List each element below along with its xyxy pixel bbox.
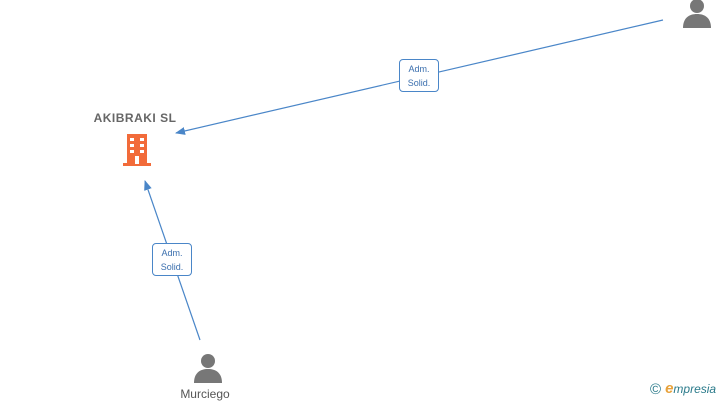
person-name-murciego[interactable]: Murciego <box>180 387 230 401</box>
person-icon[interactable] <box>192 351 224 383</box>
edge-role-line1: Adm. <box>161 248 183 258</box>
edge-role-line1: Adm. <box>408 64 430 74</box>
edge-role-line2: Solid. <box>160 262 184 272</box>
building-icon[interactable] <box>121 132 153 168</box>
brand-name: mpresia <box>673 382 717 396</box>
edge-label-bottom: Adm. Solid. <box>152 243 192 276</box>
company-name[interactable]: AKIBRAKI SL <box>93 111 177 125</box>
copyright-icon: © <box>650 381 662 398</box>
brand-watermark: ©empresia <box>650 380 716 398</box>
edge-label-top: Adm. Solid. <box>399 59 439 92</box>
edge-role-line2: Solid. <box>407 78 431 88</box>
person-icon[interactable] <box>681 0 713 28</box>
brand-initial: e <box>665 380 674 397</box>
